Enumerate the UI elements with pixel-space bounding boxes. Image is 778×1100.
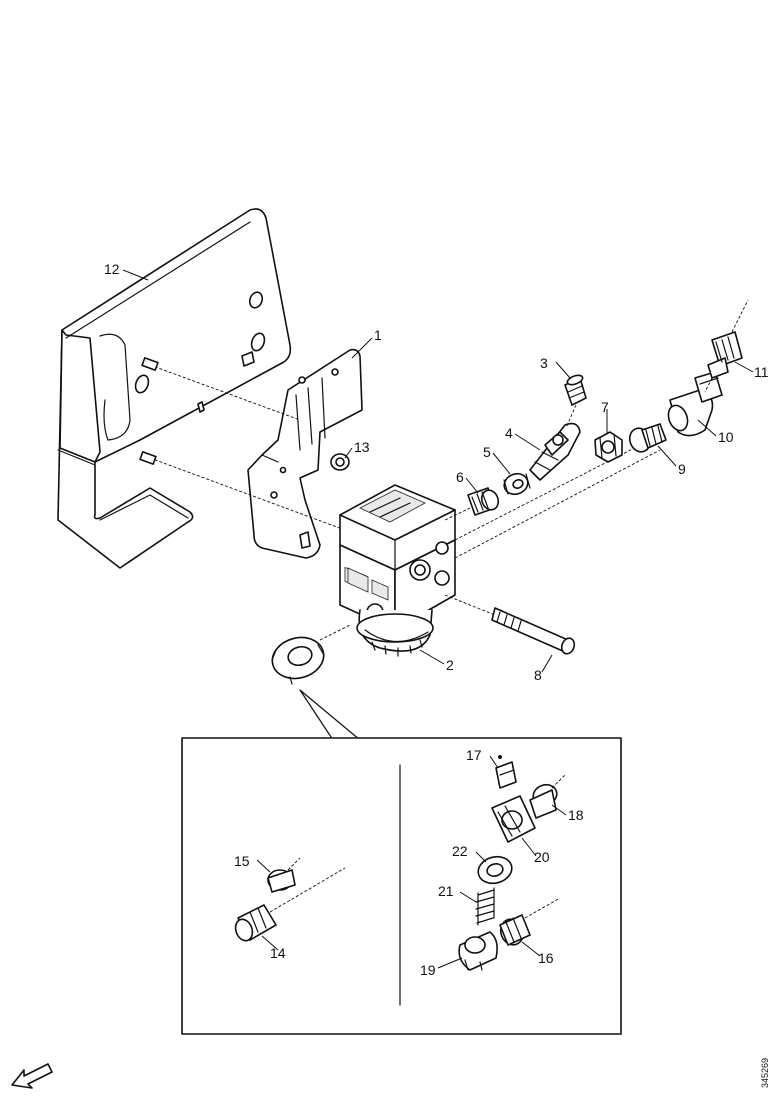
leader-lines (122, 269, 754, 969)
nut-7 (594, 431, 623, 463)
fitting-6 (467, 487, 500, 516)
part-labels: 12 1 3 4 5 6 7 9 10 11 13 2 8 17 18 20 2… (104, 261, 769, 978)
label-21: 21 (438, 883, 454, 899)
axis-fittings-2 (454, 449, 661, 559)
label-6: 6 (456, 469, 464, 485)
label-12: 12 (104, 261, 120, 277)
part-15 (267, 857, 301, 893)
label-5: 5 (483, 444, 491, 460)
detail-box (181, 737, 622, 1035)
label-7: 7 (601, 399, 609, 415)
part-21 (475, 887, 495, 926)
label-14: 14 (270, 945, 286, 961)
part-17 (495, 755, 517, 789)
label-22: 22 (452, 843, 468, 859)
fitting-3 (564, 374, 587, 429)
bolt-8 (444, 594, 576, 655)
bracket-1 (247, 348, 363, 559)
cover-part (271, 624, 351, 685)
nut-13 (330, 453, 350, 471)
fitting-5 (503, 472, 531, 496)
label-2: 2 (446, 657, 454, 673)
valve-assembly-2 (339, 484, 456, 657)
label-1: 1 (374, 327, 382, 343)
mounting-bolts (139, 357, 346, 531)
part-18 (529, 774, 566, 819)
label-3: 3 (540, 355, 548, 371)
label-19: 19 (420, 962, 436, 978)
part-22 (477, 855, 513, 885)
label-9: 9 (678, 461, 686, 477)
figure-code: 345269 (760, 1058, 770, 1088)
part-14 (234, 867, 346, 942)
label-4: 4 (505, 425, 513, 441)
label-10: 10 (718, 429, 734, 445)
orientation-arrow-icon (11, 1063, 53, 1089)
fitting-4 (529, 422, 581, 481)
connector-11 (704, 299, 749, 393)
part-16 (499, 897, 561, 946)
label-16: 16 (538, 950, 554, 966)
fitting-9 (628, 423, 667, 453)
label-18: 18 (568, 807, 584, 823)
elbow-10 (667, 371, 723, 437)
label-8: 8 (534, 667, 542, 683)
label-17: 17 (466, 747, 482, 763)
label-15: 15 (234, 853, 250, 869)
panel-12 (57, 208, 292, 569)
part-19 (458, 931, 498, 971)
label-13: 13 (354, 439, 370, 455)
part-20 (491, 795, 536, 843)
label-11: 11 (754, 364, 769, 380)
label-20: 20 (534, 849, 550, 865)
